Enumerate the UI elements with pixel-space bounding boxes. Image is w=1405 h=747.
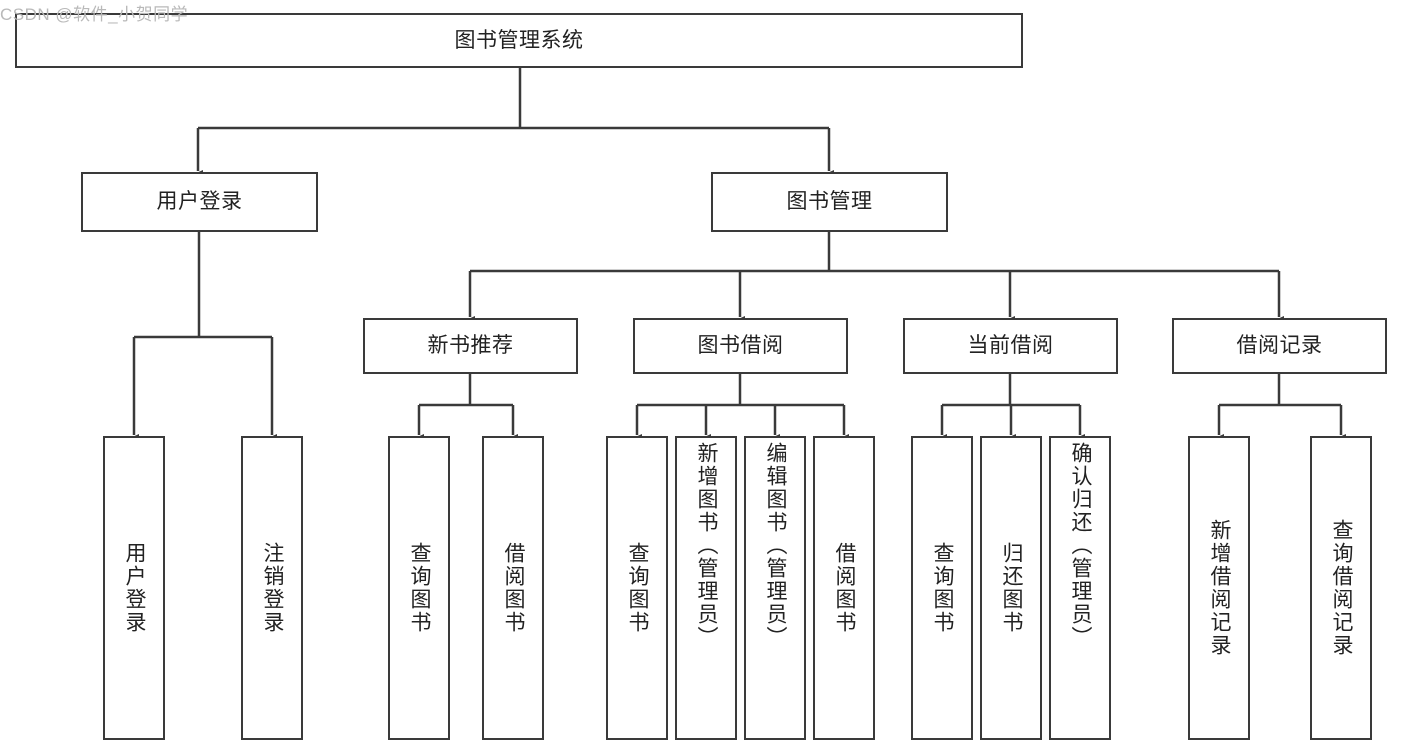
- node-label: 借阅图书: [502, 542, 526, 634]
- node-label: 图书管理: [786, 190, 873, 214]
- node-label: 借阅记录: [1236, 334, 1323, 358]
- node-n-borrow[interactable]: 借阅图书: [482, 436, 544, 740]
- node-label: 借阅图书: [833, 542, 857, 634]
- node-label: 用户登录: [123, 542, 147, 634]
- node-b-lend[interactable]: 借阅图书: [813, 436, 875, 740]
- node-l-login[interactable]: 用户登录: [103, 436, 165, 740]
- node-l-logout[interactable]: 注销登录: [241, 436, 303, 740]
- node-c-return[interactable]: 归还图书: [980, 436, 1042, 740]
- node-label: 确认归还（管理员）: [1069, 442, 1093, 649]
- node-b-add[interactable]: 新增图书（管理员）: [675, 436, 737, 740]
- node-b-query[interactable]: 查询图书: [606, 436, 668, 740]
- node-r-add[interactable]: 新增借阅记录: [1188, 436, 1250, 740]
- node-current[interactable]: 当前借阅: [903, 318, 1118, 374]
- node-r-query[interactable]: 查询借阅记录: [1310, 436, 1372, 740]
- node-n-query[interactable]: 查询图书: [388, 436, 450, 740]
- node-b-edit[interactable]: 编辑图书（管理员）: [744, 436, 806, 740]
- node-label: 编辑图书（管理员）: [764, 442, 788, 649]
- node-label: 查询借阅记录: [1330, 519, 1354, 657]
- node-label: 新书推荐: [427, 334, 514, 358]
- node-newbook[interactable]: 新书推荐: [363, 318, 578, 374]
- node-label: 归还图书: [1000, 542, 1024, 634]
- node-label: 查询图书: [626, 542, 650, 634]
- node-label: 新增图书（管理员）: [695, 442, 719, 649]
- node-login[interactable]: 用户登录: [81, 172, 318, 232]
- node-label: 当前借阅: [967, 334, 1054, 358]
- node-c-confirm[interactable]: 确认归还（管理员）: [1049, 436, 1111, 740]
- watermark-text: CSDN @软件_小贺同学: [0, 5, 189, 24]
- node-c-query[interactable]: 查询图书: [911, 436, 973, 740]
- node-record[interactable]: 借阅记录: [1172, 318, 1387, 374]
- node-label: 图书管理系统: [454, 28, 584, 52]
- node-borrow[interactable]: 图书借阅: [633, 318, 848, 374]
- node-label: 新增借阅记录: [1208, 519, 1232, 657]
- node-bookmgmt[interactable]: 图书管理: [711, 172, 948, 232]
- node-label: 用户登录: [156, 190, 243, 214]
- edge-group: [129, 68, 1346, 443]
- node-root[interactable]: 图书管理系统: [15, 13, 1023, 68]
- node-label: 查询图书: [408, 542, 432, 634]
- node-label: 图书借阅: [697, 334, 784, 358]
- node-label: 注销登录: [261, 542, 285, 634]
- node-label: 查询图书: [931, 542, 955, 634]
